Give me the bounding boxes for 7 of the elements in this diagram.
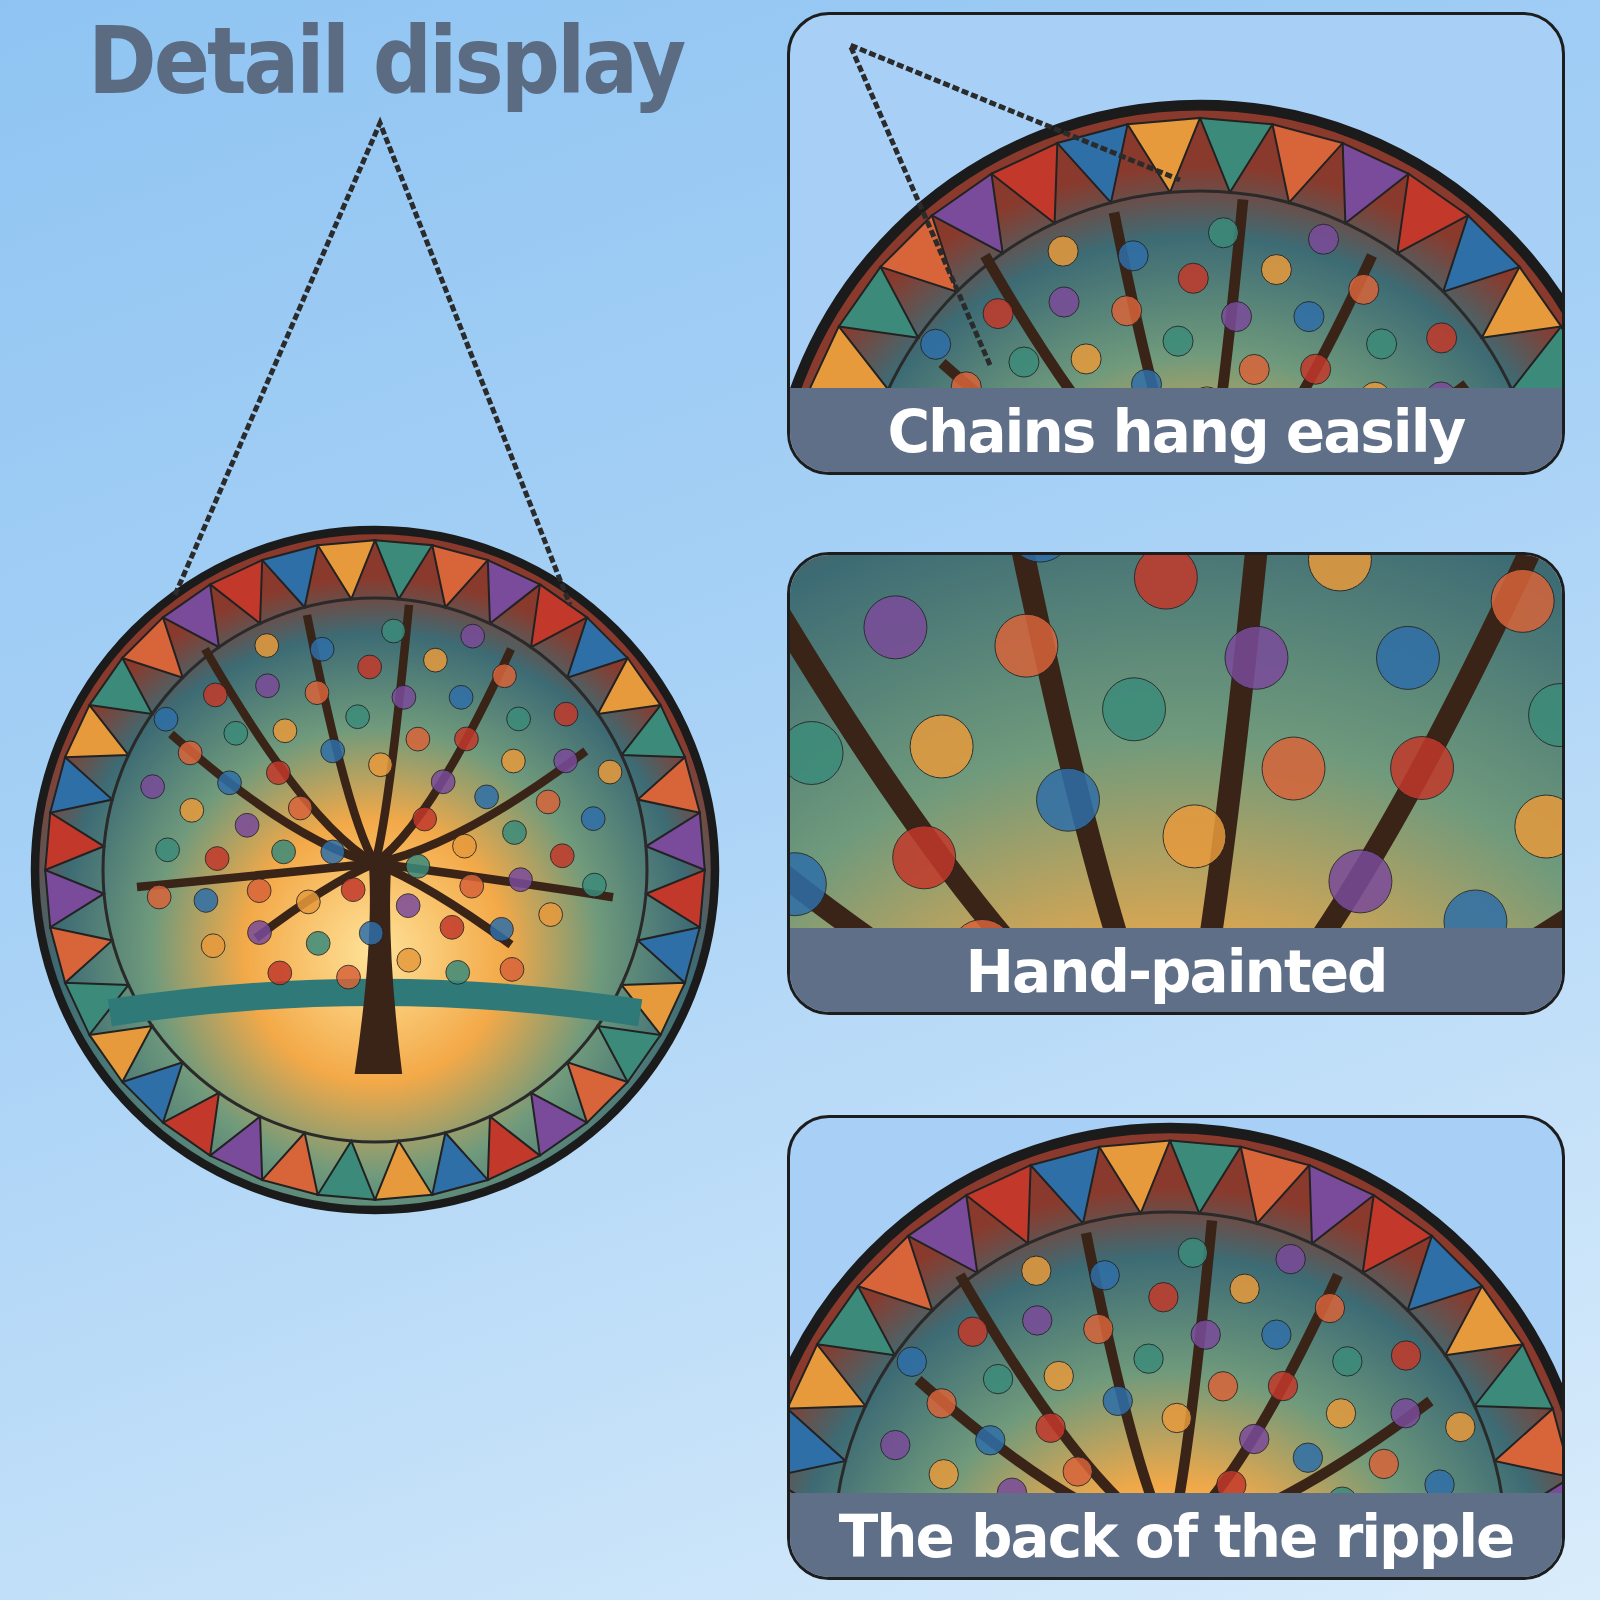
panel-label: Chains hang easily — [886, 398, 1466, 466]
detail-panel — [787, 12, 1565, 475]
detail-panel — [787, 1115, 1565, 1580]
panel-label: The back of the ripple — [837, 1503, 1515, 1571]
title: Detail display — [88, 8, 684, 115]
panel-label: Hand-painted — [964, 938, 1388, 1006]
detail-panel — [787, 552, 1565, 1015]
